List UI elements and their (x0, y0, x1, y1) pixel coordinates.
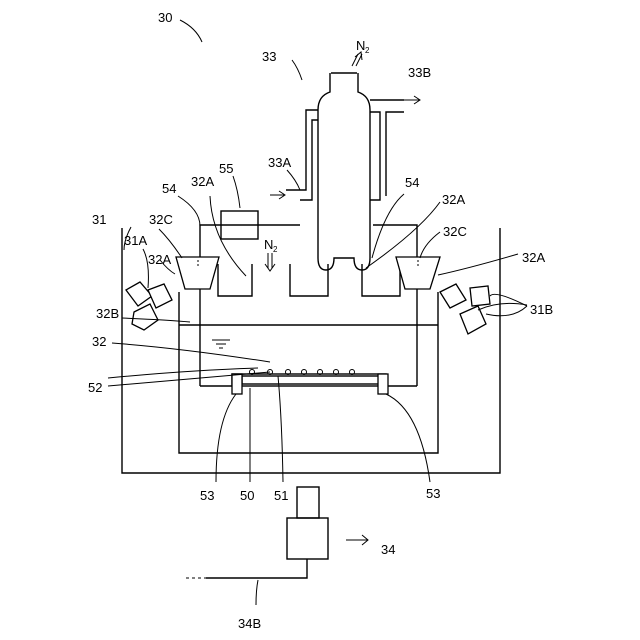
label-32: 32 (92, 334, 106, 349)
label-55: 55 (219, 161, 233, 176)
label-33: 33 (262, 49, 276, 64)
process-vessel (179, 292, 438, 453)
label-32A-left: 32A (148, 252, 171, 267)
label-n2-top-sub: 2 (365, 46, 370, 55)
pump-body (287, 518, 328, 559)
label-52: 52 (88, 380, 102, 395)
label-32C-right: 32C (443, 224, 467, 239)
ice-blocks-left (126, 282, 172, 330)
label-31: 31 (92, 212, 106, 227)
label-33B: 33B (408, 65, 431, 80)
label-n2-mid: N (264, 237, 273, 252)
clamp-left (232, 374, 242, 394)
label-31B: 31B (530, 302, 553, 317)
pipe-34B (206, 559, 307, 578)
label-34B: 34B (238, 616, 261, 631)
label-32C-left: 32C (149, 212, 173, 227)
label-30: 30 (158, 10, 172, 25)
label-32A-top-left: 32A (191, 174, 214, 189)
label-54-left: 54 (162, 181, 176, 196)
label-51: 51 (274, 488, 288, 503)
label-54-right: 54 (405, 175, 419, 190)
label-50: 50 (240, 488, 254, 503)
guide-wall-right (362, 264, 400, 296)
label-34: 34 (381, 542, 395, 557)
ice-blocks-right (440, 284, 490, 334)
label-32A-top-right: 32A (442, 192, 465, 207)
guide-wall-left (218, 264, 252, 296)
label-53-left: 53 (200, 488, 214, 503)
column-33 (318, 73, 370, 270)
label-n2-top: N (356, 38, 365, 53)
label-32A-right: 32A (522, 250, 545, 265)
label-53-right: 53 (426, 486, 440, 501)
label-n2-mid-sub: 2 (273, 245, 278, 254)
label-31A: 31A (124, 233, 147, 248)
clamp-right (378, 374, 388, 394)
pump-shaft (297, 487, 319, 518)
label-33A: 33A (268, 155, 291, 170)
label-32B: 32B (96, 306, 119, 321)
